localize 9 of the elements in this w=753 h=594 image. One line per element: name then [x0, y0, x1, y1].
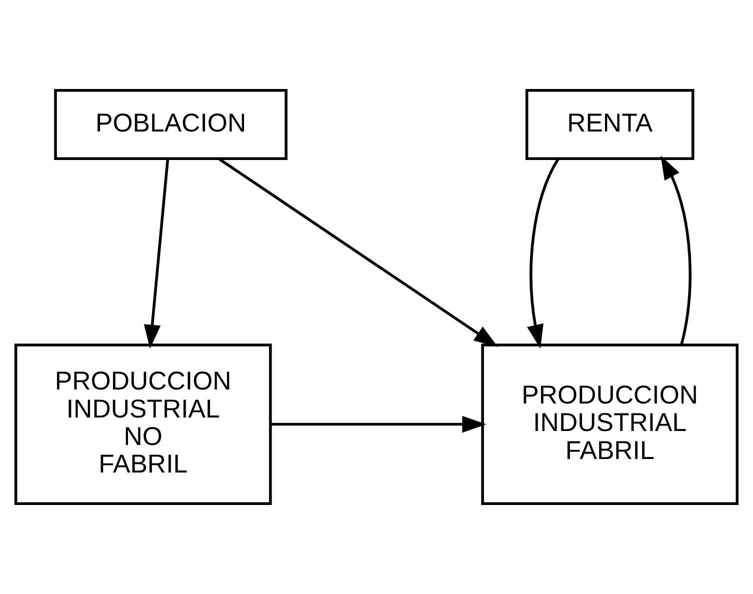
node-box: PRODUCCION INDUSTRIAL FABRIL	[481, 344, 739, 505]
arrow	[218, 158, 498, 347]
node-box: RENTA	[525, 89, 694, 160]
node-box: PRODUCCION INDUSTRIAL NO FABRIL	[14, 344, 272, 505]
arrow	[144, 159, 170, 349]
arrow	[660, 156, 692, 345]
arrow	[270, 416, 486, 433]
node-box: POBLACION	[54, 89, 288, 160]
arrow	[527, 158, 560, 349]
